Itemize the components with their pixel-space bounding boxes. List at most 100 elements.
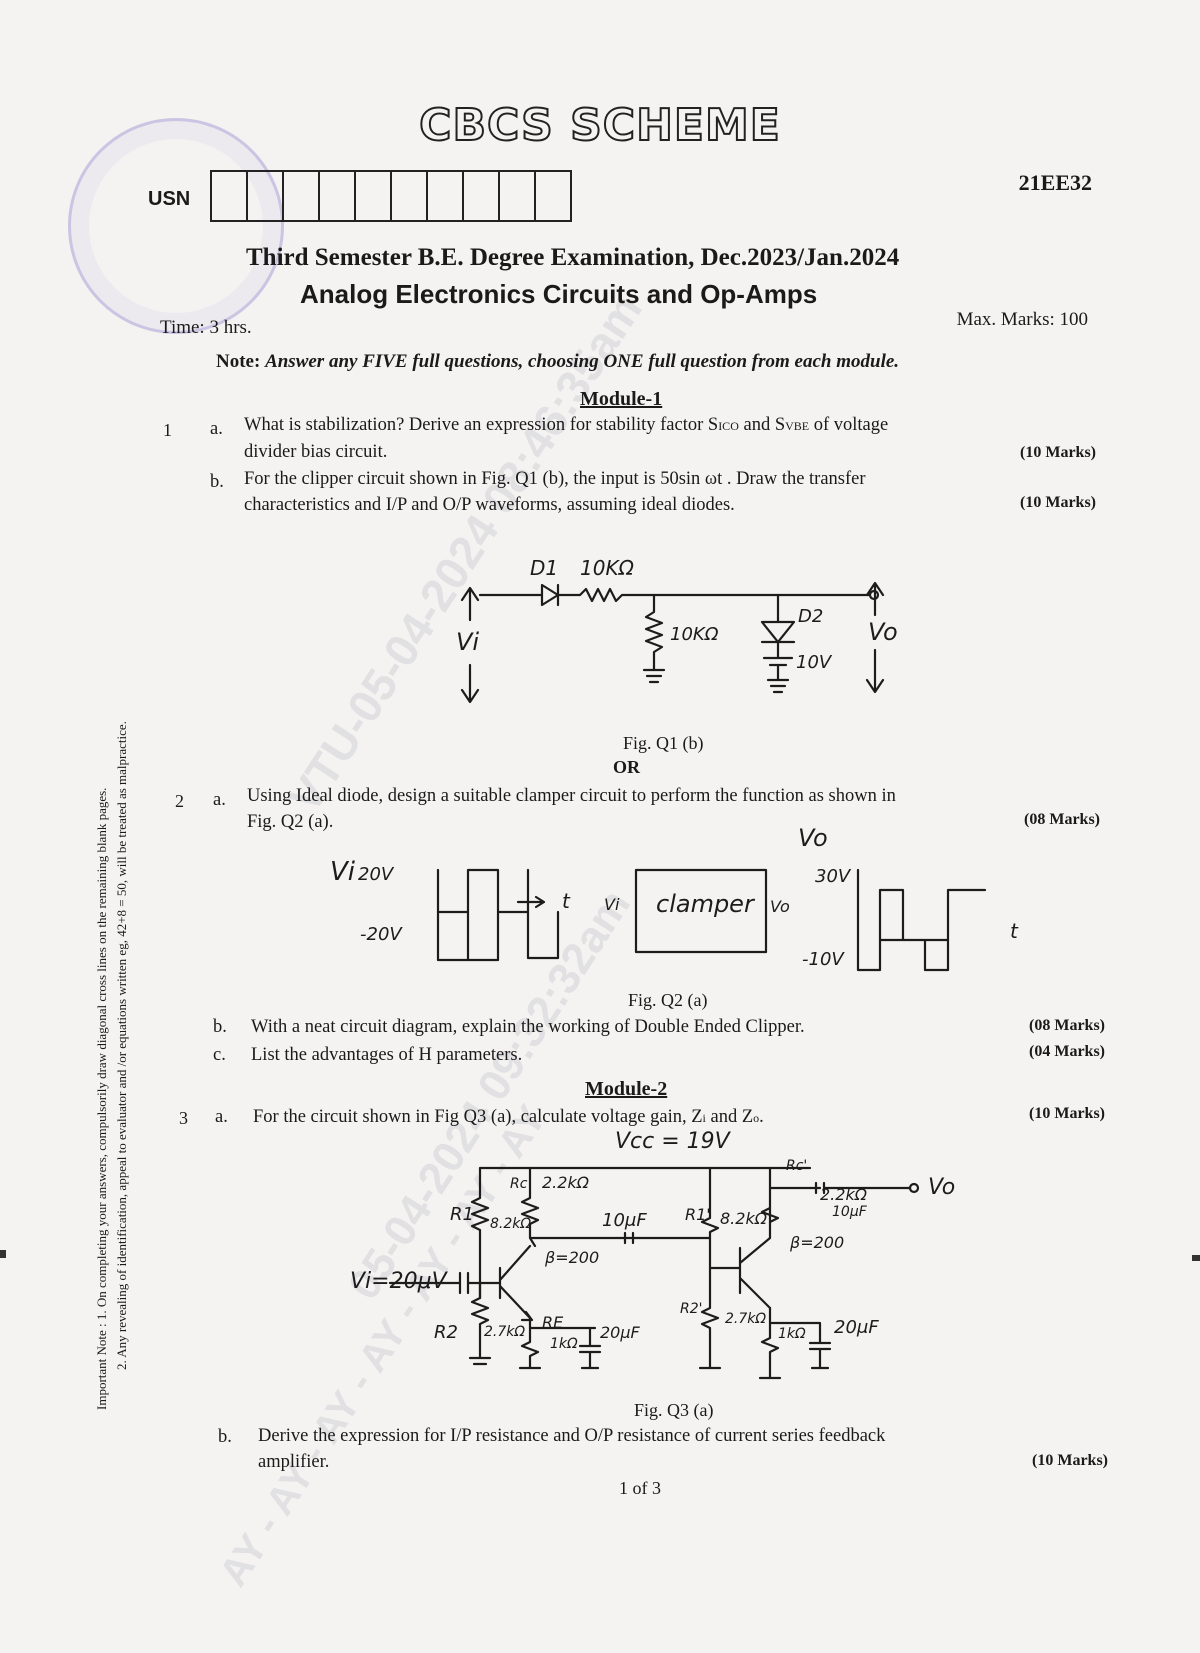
fig-q3a-vcc: Vcc = 19V [615,1129,732,1154]
fig-q3a-rcv: 2.2kΩ [542,1173,590,1192]
fig-q3a-beta2: β=200 [789,1233,844,1252]
usn-cell [284,172,320,220]
fig-q3a-ceb: 20μF [834,1317,879,1338]
fig-q1b-vo: Vo [868,618,898,646]
fig-q3a-r2: R2 [434,1322,458,1343]
fig-q2a-vi-lo: -20V [360,924,403,945]
exam-title: Third Semester B.E. Degree Examination, … [246,244,900,271]
usn-cell [212,172,248,220]
q1a-line1-end: of voltage [809,415,889,435]
fig-q2a-t: t [562,889,571,913]
usn-cell [428,172,464,220]
fig-q3a-rev: 1kΩ [550,1336,578,1352]
fig-q2a-waveforms: Vi 20V -20V t Vi clamper Vo Vo 30V -10V … [330,824,1019,972]
fig-q2a-block: clamper [656,890,756,918]
usn-cell [536,172,570,220]
q3b-text: Derive the expression for I/P resistance… [258,1423,1108,1475]
scan-edge-mark-right [1192,1255,1200,1261]
usn-label: USN [148,188,191,210]
fig-q1b-vi: Vi [456,628,479,656]
module-2-title: Module-2 [585,1078,668,1100]
fig-q3a-rcb: Rc' [786,1158,807,1174]
usn-cell [356,172,392,220]
q2c-text: List the advantages of H parameters. [251,1045,523,1065]
q2a-line1: Using Ideal diode, design a suitable cla… [247,786,896,806]
fig-q1b-caption: Fig. Q1 (b) [623,733,704,753]
usn-cell [320,172,356,220]
q1a-line1: What is stabilization? Derive an express… [244,412,1099,439]
q1-number: 1 [163,420,172,440]
fig-q1b-r2: 10KΩ [670,624,719,645]
q3a-text-mid: and Z [705,1107,754,1127]
q2b-marks: (08 Marks) [1029,1017,1105,1034]
or-separator: OR [613,757,640,777]
fig-q3a-ce: 20μF [600,1323,641,1342]
fig-q1b-d2: D2 [798,606,823,627]
fig-q3a-r2v: 2.7kΩ [484,1324,525,1340]
q2c-marks: (04 Marks) [1029,1043,1105,1060]
q3b-line2: amplifier. [258,1452,330,1472]
fig-q1b-circuit: D1 10KΩ 10KΩ D2 10V Vi Vo [456,556,898,704]
q3a-sub-o: o [753,1111,760,1125]
fig-q3a-vo: Vo [928,1175,955,1200]
subject-title: Analog Electronics Circuits and Op-Amps [300,279,818,309]
fig-q3a-rcbv: 2.2kΩ [820,1185,868,1204]
fig-q3a-r1bv: 8.2kΩ [720,1209,768,1228]
fig-q3a-reb: 1kΩ [778,1326,806,1342]
usn-cell [464,172,500,220]
note-text: Answer any FIVE full questions, choosing… [265,351,900,372]
q1b-text: For the clipper circuit shown in Fig. Q1… [244,466,1099,518]
important-note-line2: 2. Any revealing of identification, appe… [114,721,129,1370]
fig-q2a-t2: t [1010,919,1019,943]
fig-q2a-vi: Vi [330,857,356,887]
q1a-sub-ico: ICO [718,419,739,433]
q3-number: 3 [179,1108,188,1128]
q2a-marks: (08 Marks) [1024,811,1100,828]
q3b-label: b. [218,1427,232,1447]
q2b-text: With a neat circuit diagram, explain the… [251,1017,805,1037]
q1b-line1: For the clipper circuit shown in Fig. Q1… [244,469,866,489]
scan-edge-mark-left [0,1250,6,1258]
note-label: Note: [216,351,261,372]
q3b-line1: Derive the expression for I/P resistance… [258,1426,886,1446]
fig-q3a-r1: R1 [450,1204,474,1225]
fig-q3a-r2b: R2' [680,1301,702,1317]
q2b-label: b. [213,1017,227,1037]
usn-cell [500,172,536,220]
q2-number: 2 [175,791,184,811]
fig-q2a-vi-hi: 20V [358,864,395,885]
q1b-line2: characteristics and I/P and O/P waveform… [244,495,735,515]
module-1-title: Module-1 [580,388,663,410]
usn-boxes [210,170,572,222]
max-marks: Max. Marks: 100 [956,309,1088,330]
scheme-title: CBCS SCHEME [418,99,781,152]
fig-q2a-vo: Vo [798,824,828,852]
fig-q3a-cout: 10μF [832,1204,868,1220]
fig-q1b-r1: 10KΩ [580,556,635,580]
q1b-marks: (10 Marks) [1020,494,1096,511]
q1a-marks: (10 Marks) [1020,444,1096,461]
fig-q1b-d1: D1 [530,556,558,580]
fig-q3a-r2bv: 2.7kΩ [725,1311,766,1327]
institution-stamp [68,118,284,334]
usn-cell [248,172,284,220]
important-note-line1: Important Note : 1. On completing your a… [94,787,109,1410]
q3a-marks: (10 Marks) [1029,1105,1105,1122]
q3a-text: For the circuit shown in Fig Q3 (a), cal… [253,1104,764,1131]
fig-q3a-vi: Vi=20μV [350,1269,449,1294]
fig-q3a-rc: Rc [510,1176,528,1192]
fig-q2a-block-out: Vo [770,897,790,916]
fig-q3a-r1b: R1' [685,1205,711,1224]
q1a-line1-mid: and S [738,415,786,435]
q2a-line2: Fig. Q2 (a). [247,812,334,832]
fig-q3a-amplifier: Vcc = 19V Vi=20μV Vo R1 8.2kΩ Rc 2.2kΩ 1… [350,1129,955,1380]
q1a-line1-start: What is stabilization? Derive an express… [244,415,719,435]
fig-q3a-caption: Fig. Q3 (a) [634,1400,714,1420]
fig-q2a-caption: Fig. Q2 (a) [628,990,708,1010]
q3a-text-start: For the circuit shown in Fig Q3 (a), cal… [253,1107,703,1127]
q3a-label: a. [215,1107,228,1127]
q2c-label: c. [213,1045,226,1065]
page-number: 1 of 3 [619,1478,661,1498]
q3b-marks: (10 Marks) [1032,1452,1108,1469]
q1b-label: b. [210,472,224,492]
